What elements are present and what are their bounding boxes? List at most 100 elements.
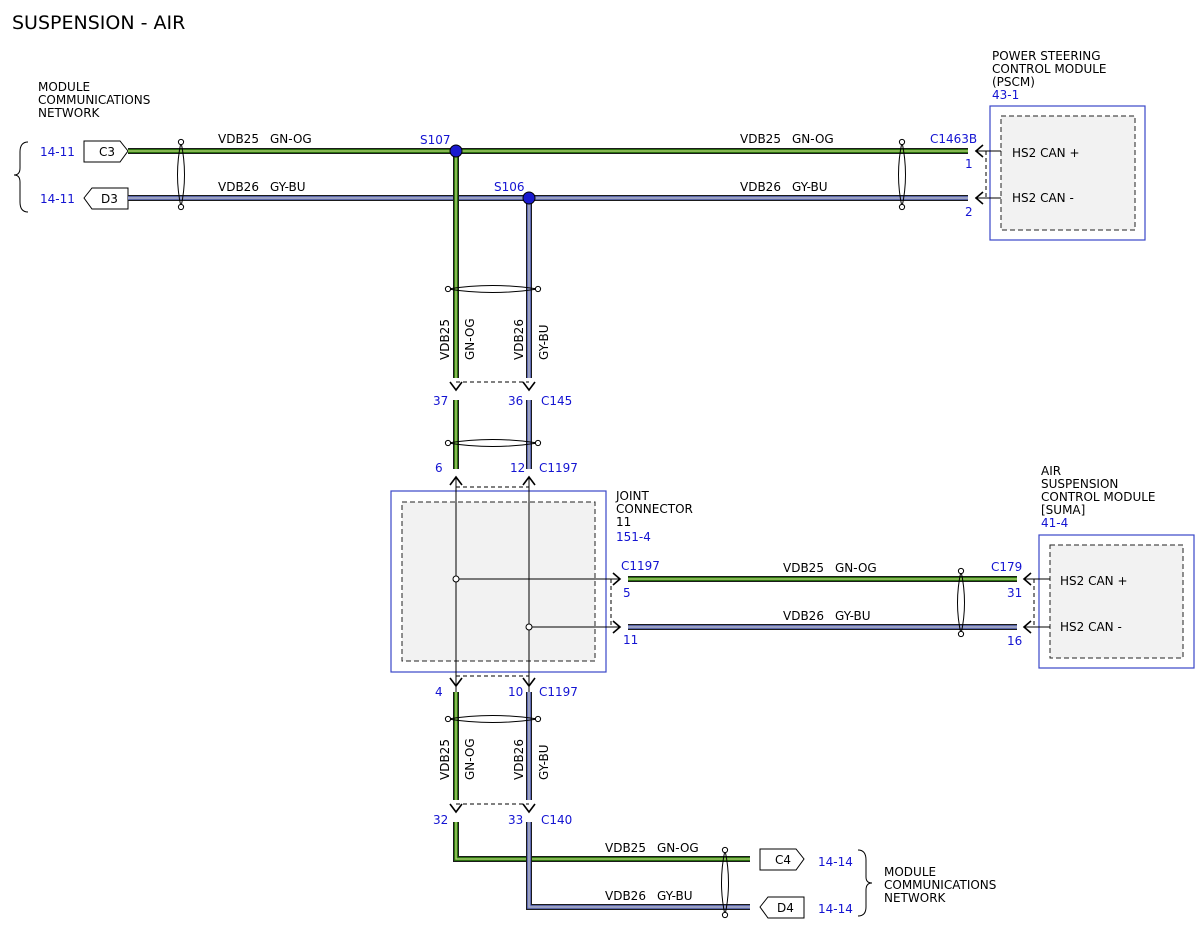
wire-color-label: GY-BU: [792, 180, 828, 194]
wire-circuit-label: VDB26: [218, 180, 259, 194]
wire-color-label: GN-OG: [463, 318, 477, 360]
joint-name-line-2: CONNECTOR: [616, 502, 693, 516]
c140-label: C140: [541, 813, 572, 827]
network-top-line-2: COMMUNICATIONS: [38, 93, 150, 107]
wire-color-label: GY-BU: [537, 744, 551, 780]
twist-marker-top-right: [898, 138, 906, 211]
wire-color-label: GN-OG: [792, 132, 834, 146]
network-bottom-line-2: COMMUNICATIONS: [884, 878, 996, 892]
c1197-top-pin-b: 12: [510, 461, 525, 475]
pscm-name-line-2: CONTROL MODULE: [992, 62, 1107, 76]
joint-connector[interactable]: JOINT CONNECTOR 11 151-4 C1197 5 11: [390, 477, 693, 692]
joint-name-line-3: 11: [616, 515, 631, 529]
suma-name-line-3: CONTROL MODULE: [1041, 490, 1156, 504]
wire-labels-vertical-bottom: VDB25 GN-OG VDB26 GY-BU: [438, 738, 551, 780]
wire-circuit-label: VDB26: [783, 609, 824, 623]
pscm-pin-plus: 1: [965, 157, 973, 171]
wire-color-label: GN-OG: [835, 561, 877, 575]
wire-circuit-label: VDB25: [783, 561, 824, 575]
splice-s107[interactable]: S107: [420, 133, 463, 158]
wire-circuit-label: VDB25: [605, 841, 646, 855]
c1197-bottom-label: C1197: [539, 685, 578, 699]
pscm-name-line-3: (PSCM): [992, 75, 1035, 89]
wire-circuit-label: VDB26: [740, 180, 781, 194]
flag-c3-ref[interactable]: 14-11: [40, 145, 75, 159]
twist-marker-bottom: [721, 846, 729, 919]
joint-side-pin-minus: 11: [623, 633, 638, 647]
connector-c145: 37 36 C145: [433, 381, 572, 408]
flag-d4-ref[interactable]: 14-14: [818, 902, 853, 916]
c145-label: C145: [541, 394, 572, 408]
wire-circuit-label: VDB26: [605, 889, 646, 903]
flag-d3-ref[interactable]: 14-11: [40, 192, 75, 206]
twist-marker-suma: [957, 567, 965, 638]
c145-pin-a: 37: [433, 394, 448, 408]
wire-color-label: GY-BU: [657, 889, 693, 903]
c1197-bottom-pin-b: 10: [508, 685, 523, 699]
wire-vdb26-bottom: [526, 822, 750, 910]
twist-marker-vertical-2: [444, 439, 542, 447]
flag-c4-shape: [759, 848, 805, 871]
network-label-bottom: MODULE COMMUNICATIONS NETWORK: [884, 865, 996, 905]
suma-name-line-4: [SUMA]: [1041, 503, 1085, 517]
c1197-top-label: C1197: [539, 461, 578, 475]
suma-signal-minus: HS2 CAN -: [1060, 620, 1122, 634]
wire-color-label: GN-OG: [270, 132, 312, 146]
network-top-line-3: NETWORK: [38, 106, 101, 120]
wire-circuit-label: VDB26: [512, 319, 526, 360]
joint-name-line-1: JOINT: [615, 489, 650, 503]
flag-c4[interactable]: C4 14-14: [759, 848, 853, 871]
flag-c3[interactable]: 14-11 C3: [40, 140, 129, 163]
suma-name-line-1: AIR: [1041, 464, 1061, 478]
flag-c3-shape: [83, 140, 129, 163]
c140-pin-b: 33: [508, 813, 523, 827]
network-bottom-line-1: MODULE: [884, 865, 936, 879]
wire-labels-top: VDB25 GN-OG VDB26 GY-BU VDB25 GN-OG VDB2…: [218, 132, 834, 194]
wire-circuit-label: VDB25: [438, 739, 452, 780]
wire-labels-vertical-top: VDB25 GN-OG VDB26 GY-BU: [438, 318, 551, 360]
page-title: SUSPENSION - AIR: [12, 12, 185, 34]
wire-circuit-label: VDB26: [512, 739, 526, 780]
wire-color-label: GY-BU: [835, 609, 871, 623]
pscm-signal-minus: HS2 CAN -: [1012, 191, 1074, 205]
network-bottom-line-3: NETWORK: [884, 891, 947, 905]
connector-c140: 32 33 C140: [433, 803, 572, 827]
flag-c4-ref[interactable]: 14-14: [818, 855, 853, 869]
network-brace-bottom: [857, 849, 873, 917]
wire-color-label: GN-OG: [463, 738, 477, 780]
connector-c1197-bottom: 4 10 C1197: [435, 675, 578, 699]
network-brace-top: [13, 141, 29, 213]
c1197-bottom-pin-a: 4: [435, 685, 443, 699]
suma-connector-label: C179: [991, 560, 1022, 574]
splice-s107-label: S107: [420, 133, 451, 147]
wire-labels-suma: VDB25 GN-OG VDB26 GY-BU: [783, 561, 877, 623]
wire-circuit-label: VDB25: [438, 319, 452, 360]
splice-s106[interactable]: S106: [494, 180, 536, 205]
pscm-module[interactable]: POWER STEERING CONTROL MODULE (PSCM) 43-…: [930, 49, 1146, 241]
flag-d3[interactable]: 14-11 D3: [40, 187, 129, 210]
pscm-pin-minus: 2: [965, 205, 973, 219]
pscm-ref-link[interactable]: 43-1: [992, 88, 1019, 102]
wire-vdb25-bottom: [453, 822, 750, 862]
suma-name-line-2: SUSPENSION: [1041, 477, 1118, 491]
wire-color-label: GN-OG: [657, 841, 699, 855]
flag-d4[interactable]: D4 14-14: [759, 896, 853, 919]
twist-marker-top-left: [177, 138, 185, 211]
network-top-line-1: MODULE: [38, 80, 90, 94]
suma-ref-link[interactable]: 41-4: [1041, 516, 1068, 530]
flag-d4-shape: [759, 896, 805, 919]
c145-pin-b: 36: [508, 394, 523, 408]
twist-marker-vertical-1: [444, 285, 542, 293]
flag-d3-label: D3: [101, 192, 118, 206]
c1197-top-pin-a: 6: [435, 461, 443, 475]
joint-side-pin-plus: 5: [623, 586, 631, 600]
wire-circuit-label: VDB25: [740, 132, 781, 146]
suma-module[interactable]: AIR SUSPENSION CONTROL MODULE [SUMA] 41-…: [991, 464, 1195, 669]
wire-labels-bottom: VDB25 GN-OG VDB26 GY-BU: [605, 841, 699, 903]
joint-ref-link[interactable]: 151-4: [616, 530, 651, 544]
pscm-connector-label: C1463B: [930, 132, 977, 146]
flag-d4-label: D4: [777, 901, 794, 915]
splice-s106-label: S106: [494, 180, 525, 194]
twist-marker-vertical-3: [444, 715, 542, 723]
